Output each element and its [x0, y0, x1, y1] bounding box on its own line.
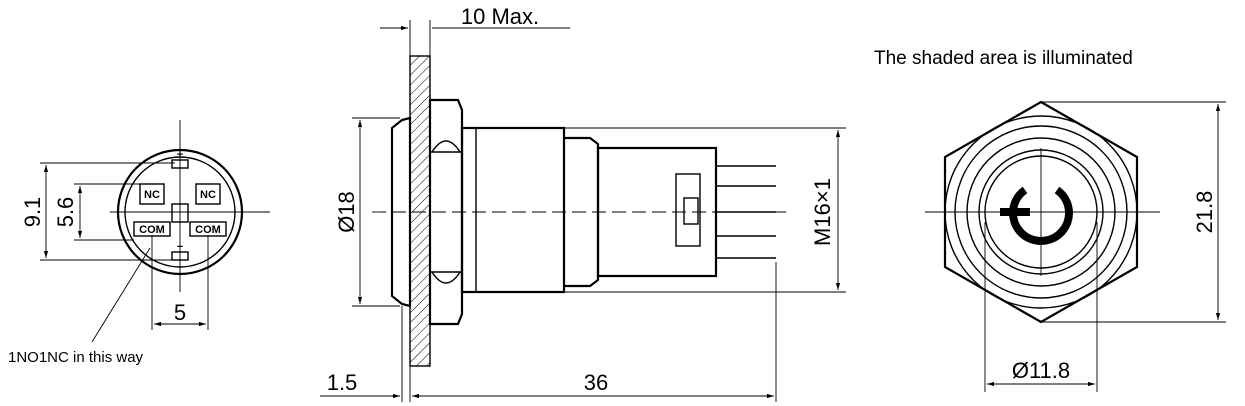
dim-length: 36: [584, 370, 608, 395]
dim-panel-max: 10 Max.: [461, 4, 539, 29]
nut-curve-1: [431, 140, 461, 153]
pin-label-com-left: COM: [139, 224, 165, 236]
dim-thread: M16×1: [810, 178, 835, 246]
threaded-body: [460, 126, 566, 294]
nut-curve-2: [431, 271, 461, 284]
bezel: [390, 116, 412, 308]
pin-nc-left: [139, 183, 165, 205]
dim-bezel-dia: Ø18: [334, 191, 359, 233]
connector-block: [675, 173, 701, 247]
dim-pin-pitch: 5: [174, 300, 186, 325]
dim-pins-outer: 9.1: [20, 197, 45, 228]
panel-section: [409, 55, 431, 367]
connector-latch: [683, 197, 699, 225]
pin-label-nc-left: NC: [144, 189, 160, 201]
front-view: The shaded area is illuminated 21.8 Ø11.…: [874, 48, 1226, 392]
pin-bottom: [171, 251, 189, 261]
pin-mark-minus: −: [177, 241, 183, 253]
pin-label-com-right: COM: [195, 224, 221, 236]
dim-hex: 21.8: [1192, 191, 1217, 234]
pin-label-nc-right: NC: [200, 189, 216, 201]
pin-nc-right: [195, 183, 221, 205]
dim-lens-dia: Ø11.8: [1012, 358, 1070, 383]
dim-flange: 1.5: [327, 370, 358, 395]
power-icon: [1009, 186, 1073, 245]
hex-nut: [428, 98, 464, 326]
pin-top: [171, 159, 189, 169]
note-contacts: 1NO1NC in this way: [8, 349, 144, 366]
leader-contacts: [91, 247, 151, 343]
side-view: 10 Max. Ø18 M16×1 1.5 36: [320, 4, 846, 402]
note-illuminated: The shaded area is illuminated: [874, 48, 1133, 69]
pin-center: [171, 203, 189, 223]
rear-pin-view: + − NC NC COM COM 9.1 5.6 5 1NO1NC in th…: [8, 120, 270, 366]
pin-mark-plus: +: [177, 149, 183, 161]
dim-pins-inner: 5.6: [53, 197, 78, 228]
